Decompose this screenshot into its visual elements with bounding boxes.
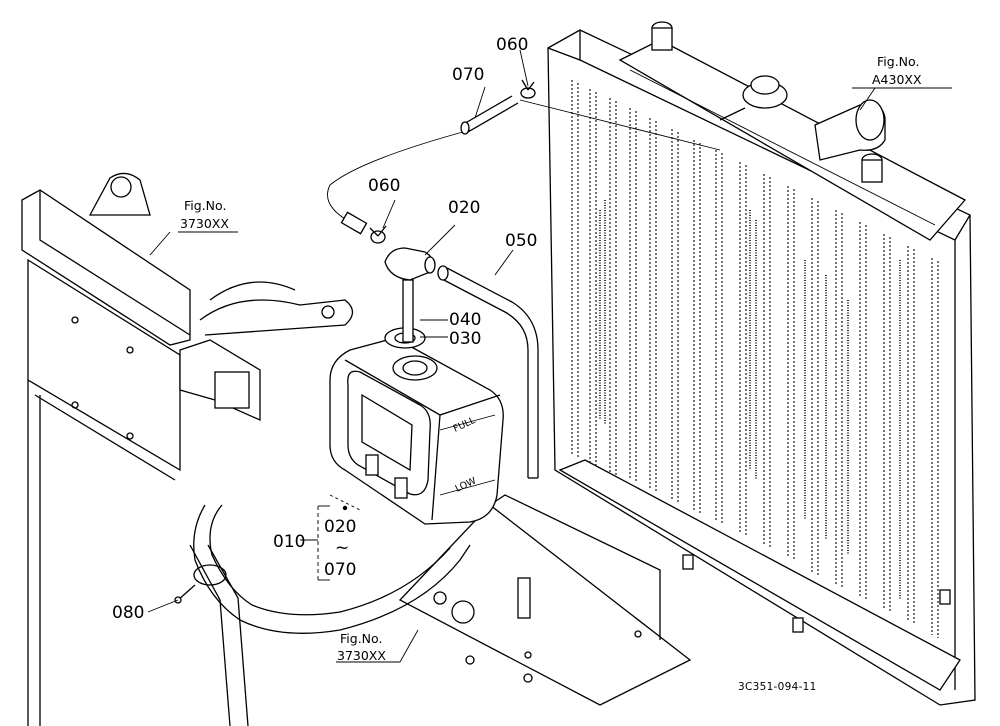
part-label-010: 010: [273, 532, 305, 552]
hose-clip-060-icon: [520, 79, 536, 99]
left-support-frame: [21, 172, 354, 726]
fig-ref-3730-left-line2: 3730XX: [180, 216, 229, 231]
part-label-020: 020: [448, 198, 480, 218]
radiator-core-shading: [599, 200, 901, 600]
part-label-060: 060: [368, 176, 400, 196]
part-label-050: 050: [505, 231, 537, 251]
fig-ref-a430-line2: A430XX: [872, 72, 922, 87]
range-tilde: ~: [335, 538, 349, 558]
reference-dot: [342, 505, 348, 511]
radiator-core-fins: [571, 80, 939, 638]
hose-clip-060-icon: [369, 225, 387, 244]
reserve-tank: FULL LOW: [329, 337, 504, 525]
drawing-number: 3C351-094-11: [738, 681, 817, 693]
part-label-020-range-start: 020: [324, 517, 356, 537]
radiator-mount-pin-icon: [651, 21, 883, 183]
part-label-060: 060: [496, 35, 528, 55]
drain-hose: [189, 504, 531, 726]
fig-ref-a430-line1: Fig.No.: [877, 54, 919, 69]
tank-cap-020-icon: [384, 247, 436, 343]
radiator-cap-icon: [719, 75, 788, 121]
fig-ref-3730-left-line1: Fig.No.: [184, 198, 226, 213]
part-label-040: 040: [449, 310, 481, 330]
upper-hose-outlet-icon: [814, 99, 886, 161]
mounting-plate: [398, 494, 692, 706]
fig-ref-3730-bottom-line1: Fig.No.: [340, 631, 382, 646]
part-label-070-range-end: 070: [324, 560, 356, 580]
part-label-080: 080: [112, 603, 144, 623]
leader-lines: [147, 49, 952, 663]
part-label-030: 030: [449, 329, 481, 349]
radiator-bracket: [682, 554, 694, 570]
overflow-line: [327, 95, 721, 235]
hose-050-icon: [437, 265, 539, 479]
part-label-070: 070: [452, 65, 484, 85]
fig-ref-3730-bottom-line2: 3730XX: [337, 648, 386, 663]
radiator-assembly: [547, 21, 976, 706]
radiator-bracket: [939, 589, 951, 605]
radiator-bracket: [792, 617, 804, 633]
